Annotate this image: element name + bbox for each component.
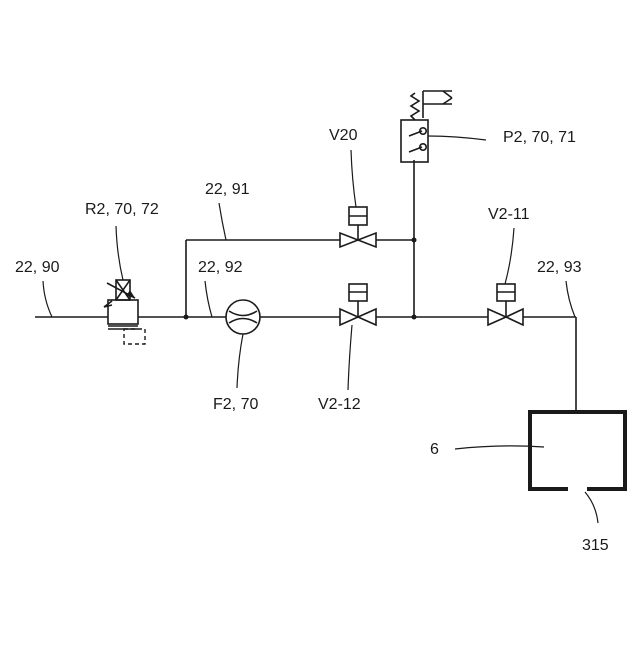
label-p2: P2, 70, 71 <box>503 129 576 146</box>
label-v20: V20 <box>329 127 358 144</box>
label-v2-11: V2-11 <box>488 206 530 223</box>
label-r2: R2, 70, 72 <box>85 201 159 218</box>
pressure-switch-p2-icon <box>401 91 452 162</box>
label-22-90: 22, 90 <box>15 259 60 276</box>
label-22-92: 22, 92 <box>198 259 243 276</box>
label-22-91: 22, 91 <box>205 181 250 198</box>
valve-v2-11-icon <box>488 284 523 325</box>
flowmeter-f2-icon <box>226 300 260 334</box>
label-315: 315 <box>582 537 609 554</box>
valve-v2-12-icon <box>340 284 376 325</box>
labels: 22, 90 R2, 70, 72 22, 91 22, 92 V20 P2, … <box>15 127 609 554</box>
tank-6-icon <box>530 412 625 489</box>
regulator-r2-icon <box>104 280 145 344</box>
valve-v20-icon <box>340 207 376 247</box>
label-v2-12: V2-12 <box>318 396 361 413</box>
label-22-93: 22, 93 <box>537 259 582 276</box>
label-6: 6 <box>430 441 439 458</box>
junction-dots <box>184 238 417 320</box>
label-f2: F2, 70 <box>213 396 258 413</box>
